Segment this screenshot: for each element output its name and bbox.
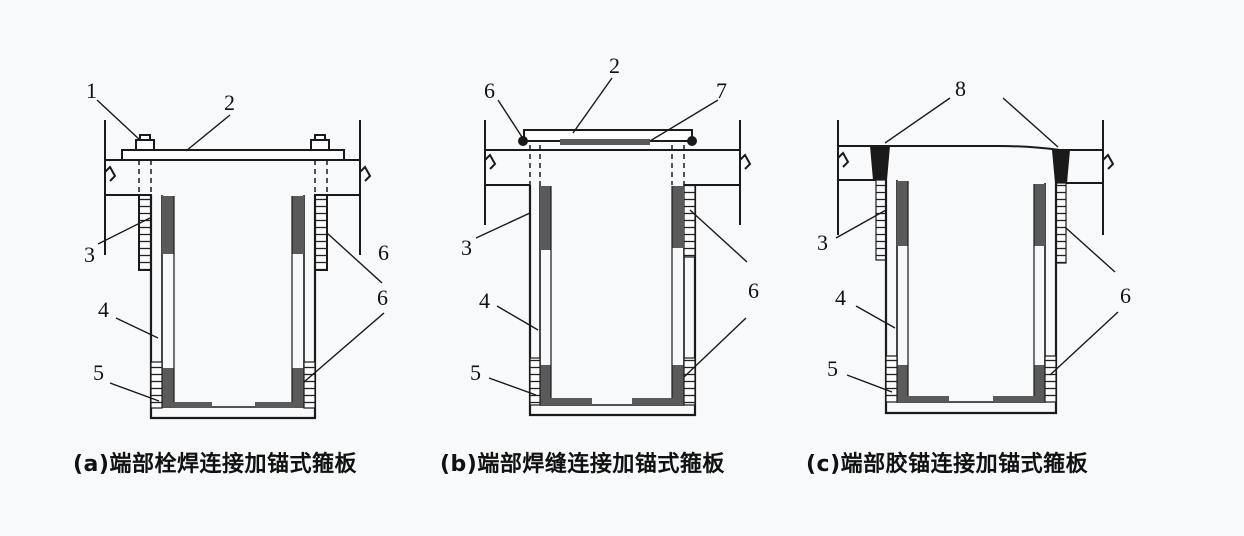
label-2-b: 2: [609, 53, 620, 78]
panel-b-labels: 6 2 7 3 4 5 6 6: [461, 53, 759, 385]
panel-b-drawing: [475, 77, 752, 417]
label-2-a: 2: [224, 90, 235, 115]
label-5-b: 5: [470, 360, 481, 385]
panel-c-labels: 8 3 4 5 6 6: [817, 76, 1131, 381]
label-8-c: 8: [955, 76, 966, 101]
slab-c: [837, 120, 1115, 235]
label-6-b-top: 6: [484, 78, 495, 103]
label-4-a: 4: [98, 297, 109, 322]
panel-a-drawing: [96, 99, 385, 420]
adhesive-b: [540, 186, 684, 405]
panel-c-drawing: [835, 97, 1119, 415]
label-3-b: 3: [461, 235, 472, 260]
hoop-c: [884, 180, 1058, 415]
label-1-a: 1: [86, 78, 97, 103]
label-3-c: 3: [817, 230, 828, 255]
weld-b-right: [687, 136, 697, 146]
adhesive-c: [897, 181, 1045, 402]
label-5-c: 5: [827, 356, 838, 381]
bolt-a-left: [135, 134, 155, 151]
label-6-a-1: 6: [377, 285, 388, 310]
label-5-a: 5: [93, 360, 104, 385]
label-6-a-upper: 6: [378, 240, 389, 265]
label-4-c: 4: [835, 285, 846, 310]
label-4-b: 4: [479, 288, 490, 313]
caption-a: (a)端部栓焊连接加锚式箍板: [73, 452, 357, 477]
caption-b: (b)端部焊缝连接加锚式箍板: [440, 452, 725, 477]
hoop-b: [528, 185, 697, 417]
label-3-a: 3: [84, 242, 95, 267]
caption-c: (c)端部胶锚连接加锚式箍板: [806, 452, 1089, 477]
label-6-c-1: 6: [1120, 283, 1131, 308]
top-plate-a: [121, 149, 345, 161]
hoop-a: [149, 195, 317, 420]
label-7-b: 7: [716, 78, 727, 103]
label-6-b-1: 6: [748, 278, 759, 303]
adhesive-a: [162, 196, 304, 408]
weld-b-left: [518, 136, 528, 146]
panel-a-labels: 1 2 3 4 5 6 6: [84, 78, 388, 385]
bolt-a-right: [310, 134, 330, 151]
